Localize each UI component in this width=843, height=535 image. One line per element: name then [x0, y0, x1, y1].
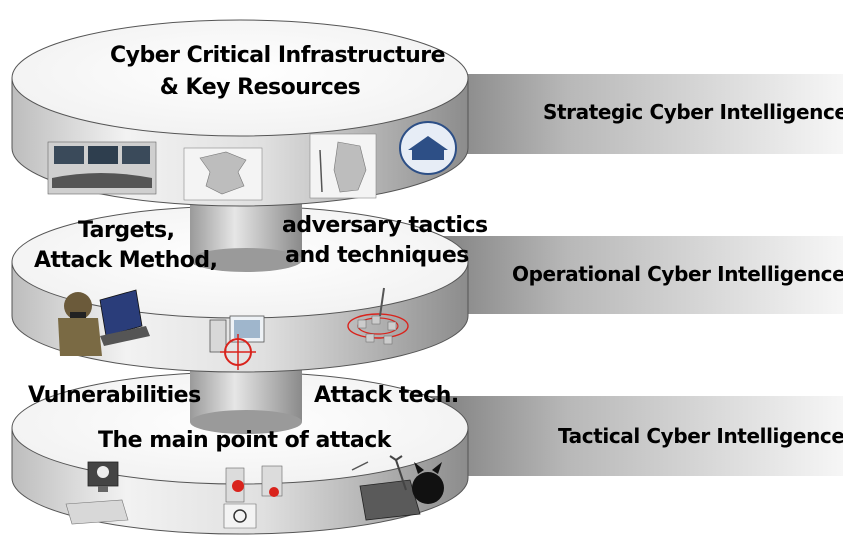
- targeted-computer-icon: [209, 315, 265, 370]
- strategic-band-label: Strategic Cyber Intelligence: [543, 100, 843, 124]
- strategic-title-line2: & Key Resources: [159, 75, 361, 100]
- south-korea-map-icon: [309, 133, 377, 199]
- tactical-band: [420, 396, 843, 476]
- tactical-left-label: Vulnerabilities: [28, 383, 201, 408]
- control-room-icon: [47, 141, 157, 195]
- seal-emblem-icon: [399, 121, 457, 175]
- operational-left-line1: Targets,: [78, 218, 175, 243]
- network-attack-icon: [347, 287, 409, 345]
- tactical-band-label: Tactical Cyber Intelligence: [558, 424, 843, 448]
- devil-hacker-icon: [351, 455, 444, 521]
- operational-band-label: Operational Cyber Intelligence: [512, 262, 843, 286]
- strategic-band: [420, 74, 843, 154]
- email-malware-icon: [223, 465, 283, 529]
- operational-right-line1: adversary tactics: [282, 213, 488, 238]
- tactical-bottom-label: The main point of attack: [98, 428, 391, 453]
- skull-monitor-icon: [65, 461, 129, 525]
- strategic-title-line1: Cyber Critical Infrastructure: [110, 43, 446, 68]
- operational-left-line2: Attack Method,: [34, 248, 218, 273]
- tactical-right-label: Attack tech.: [314, 383, 459, 408]
- north-korea-map-icon: [183, 147, 263, 201]
- operational-band: [420, 236, 843, 314]
- operational-right-line2: and techniques: [285, 243, 469, 268]
- hacker-soldier-icon: [58, 289, 150, 356]
